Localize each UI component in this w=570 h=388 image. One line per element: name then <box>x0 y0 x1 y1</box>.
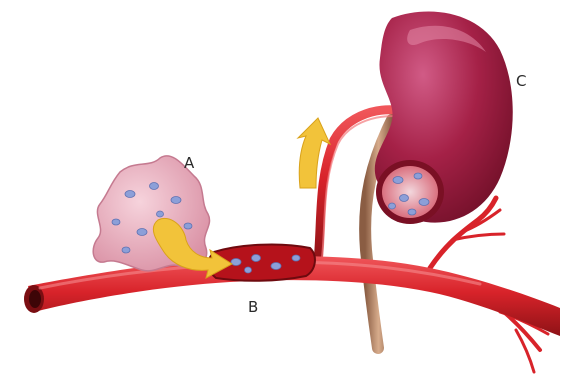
label-c: C <box>516 74 526 89</box>
label-a: A <box>184 156 194 171</box>
artery-opening-lumen <box>29 290 41 308</box>
label-b: B <box>248 300 258 315</box>
